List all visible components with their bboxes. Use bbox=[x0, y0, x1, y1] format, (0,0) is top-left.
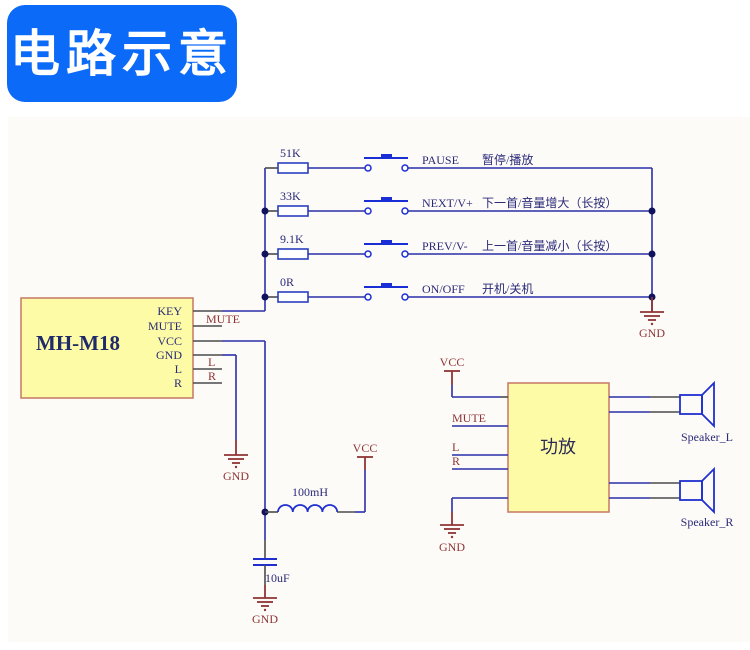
junction-dot bbox=[648, 207, 656, 215]
resistor-label: 0R bbox=[280, 275, 294, 289]
amp-input-l: L bbox=[452, 440, 459, 454]
pin-label-mute: MUTE bbox=[148, 319, 182, 333]
capacitor-label: 10uF bbox=[265, 571, 290, 585]
pin-label-gnd: GND bbox=[156, 348, 182, 362]
function-label: 上一首/音量减小（长按） bbox=[482, 238, 617, 253]
key-label: PREV/V- bbox=[422, 239, 468, 253]
function-label: 下一首/音量增大（长按） bbox=[482, 195, 617, 210]
button-row-prev: 9.1K PREV/V- 上一首/音量减小（长按） bbox=[261, 232, 656, 260]
resistor-51k bbox=[277, 162, 309, 174]
key-label: ON/OFF bbox=[422, 282, 465, 296]
gnd-label: GND bbox=[223, 469, 249, 483]
mh-m18-module: MH-M18 KEY MUTE VCC GND L R MUTE L R GND bbox=[20, 297, 265, 483]
resistor-label: 33K bbox=[280, 189, 301, 203]
vcc-symbol: VCC bbox=[440, 355, 465, 385]
inductor-label: 100mH bbox=[292, 485, 328, 499]
speaker-label: Speaker_L bbox=[681, 430, 733, 444]
button-row-onoff: 0R ON/OFF 开机/关机 bbox=[261, 275, 656, 303]
page-title: 电路示意 bbox=[10, 24, 234, 83]
vcc-symbol: VCC bbox=[353, 441, 378, 470]
ground-symbol: GND bbox=[223, 440, 249, 483]
amp-input-r: R bbox=[452, 454, 460, 468]
inductor bbox=[277, 504, 339, 513]
junction-dot bbox=[261, 207, 269, 215]
net-label-r: R bbox=[208, 369, 216, 383]
gnd-label: GND bbox=[639, 326, 665, 340]
pin-label-l: L bbox=[175, 362, 182, 376]
resistor-9k1 bbox=[277, 248, 309, 260]
button-row-next: 33K NEXT/V+ 下一首/音量增大（长按） bbox=[261, 189, 656, 217]
button-ladder: 51K PAUSE 暂停/播放 33K bbox=[261, 146, 665, 340]
gnd-label: GND bbox=[439, 540, 465, 554]
module-body bbox=[20, 297, 194, 399]
push-switch-onoff bbox=[364, 283, 409, 301]
speaker-right: Speaker_R bbox=[609, 466, 734, 529]
gnd-label: GND bbox=[252, 612, 278, 626]
pin-label-key: KEY bbox=[157, 304, 182, 318]
resistor-0r bbox=[277, 291, 309, 303]
key-label: NEXT/V+ bbox=[422, 196, 473, 210]
ground-symbol: GND bbox=[639, 297, 665, 340]
push-switch-next bbox=[364, 197, 409, 215]
title-banner: 电路示意 bbox=[7, 5, 237, 102]
resistor-label: 9.1K bbox=[280, 232, 304, 246]
vcc-label: VCC bbox=[440, 355, 465, 369]
ground-symbol: GND bbox=[439, 512, 465, 554]
net-label-l: L bbox=[208, 355, 215, 369]
junction-dot bbox=[261, 293, 269, 301]
resistor-label: 51K bbox=[280, 146, 301, 160]
amplifier: 功放 VCC MUTE L R GND bbox=[439, 355, 610, 554]
key-label: PAUSE bbox=[422, 153, 459, 167]
pin-label-r: R bbox=[174, 376, 182, 390]
pin-label-vcc: VCC bbox=[157, 334, 182, 348]
vcc-label: VCC bbox=[353, 441, 378, 455]
amplifier-body bbox=[507, 382, 610, 513]
ground-symbol: GND bbox=[252, 585, 278, 626]
speaker-left: Speaker_L bbox=[609, 380, 733, 444]
power-filter: 100mH VCC 10uF GND bbox=[252, 341, 377, 626]
net-label-mute: MUTE bbox=[206, 312, 240, 326]
button-row-pause: 51K PAUSE 暂停/播放 bbox=[265, 146, 652, 174]
junction-dot bbox=[261, 250, 269, 258]
junction-dot bbox=[648, 250, 656, 258]
resistor-33k bbox=[277, 205, 309, 217]
speaker-label: Speaker_R bbox=[681, 515, 734, 529]
function-label: 开机/关机 bbox=[482, 282, 533, 296]
amplifier-label: 功放 bbox=[540, 437, 576, 458]
amp-input-mute: MUTE bbox=[452, 411, 486, 425]
module-name: MH-M18 bbox=[36, 331, 120, 355]
function-label: 暂停/播放 bbox=[482, 152, 533, 167]
